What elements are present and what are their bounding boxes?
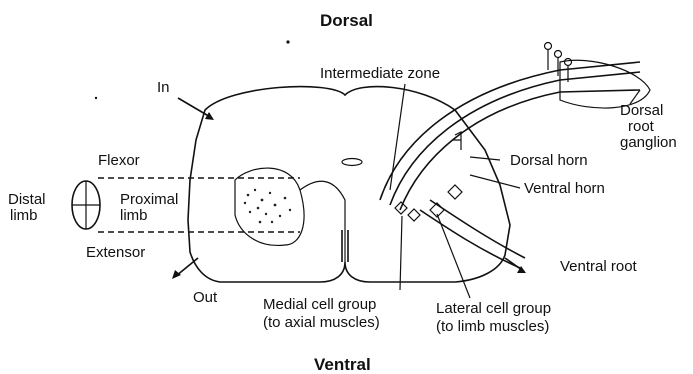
leader-ventral-horn bbox=[470, 175, 520, 188]
ventral-root-fibers bbox=[420, 210, 520, 268]
out-arrow-head bbox=[172, 270, 181, 279]
label-flexor: Flexor bbox=[98, 152, 140, 169]
label-dorsal-root-3: ganglion bbox=[620, 134, 677, 151]
in-arrow-head bbox=[205, 112, 214, 120]
stray-dot bbox=[286, 40, 289, 43]
gray-matter-outline bbox=[235, 168, 304, 245]
stray-dot-2 bbox=[95, 97, 97, 99]
label-ventral-horn: Ventral horn bbox=[524, 180, 605, 197]
label-out: Out bbox=[193, 289, 218, 306]
out-arrow-line bbox=[176, 258, 198, 276]
label-medial-cell-group-note: (to axial muscles) bbox=[263, 314, 380, 331]
leader-dorsal-horn bbox=[470, 157, 500, 160]
leader-lateral-cell bbox=[437, 214, 470, 298]
label-medial-cell-group: Medial cell group bbox=[263, 296, 376, 313]
stippled-motor-pool bbox=[244, 189, 291, 224]
label-lateral-cell-group: Lateral cell group bbox=[436, 300, 551, 317]
label-distal: Distal bbox=[8, 191, 46, 208]
dorsal-root-ganglion-shape bbox=[560, 60, 650, 108]
label-dorsal-root-1: Dorsal bbox=[620, 102, 663, 119]
ganglion-cell-icons bbox=[545, 43, 572, 83]
label-ventral: Ventral bbox=[314, 355, 371, 374]
label-dorsal: Dorsal bbox=[320, 11, 373, 30]
spinal-cord-outline bbox=[188, 87, 510, 282]
ventral-root-fiber-2 bbox=[430, 200, 525, 258]
lateral-neuron-icons bbox=[430, 185, 462, 217]
medial-neuron-icons bbox=[395, 202, 420, 221]
label-proximal: Proximal bbox=[120, 191, 178, 208]
leader-intermediate-zone bbox=[390, 84, 405, 190]
left-horn-boundary bbox=[300, 181, 345, 262]
label-proximal-limb: limb bbox=[120, 207, 148, 224]
leader-medial-cell bbox=[400, 216, 402, 290]
intermediate-zone-oval bbox=[342, 159, 362, 166]
label-ventral-root: Ventral root bbox=[560, 258, 638, 275]
label-dorsal-horn: Dorsal horn bbox=[510, 152, 588, 169]
label-distal-limb: limb bbox=[10, 207, 38, 224]
label-intermediate-zone: Intermediate zone bbox=[320, 65, 440, 82]
label-in: In bbox=[157, 79, 170, 96]
label-dorsal-root-2: root bbox=[628, 118, 655, 135]
label-extensor: Extensor bbox=[86, 244, 145, 261]
label-lateral-cell-group-note: (to limb muscles) bbox=[436, 318, 549, 335]
ventral-root-arrow-line bbox=[505, 258, 522, 270]
